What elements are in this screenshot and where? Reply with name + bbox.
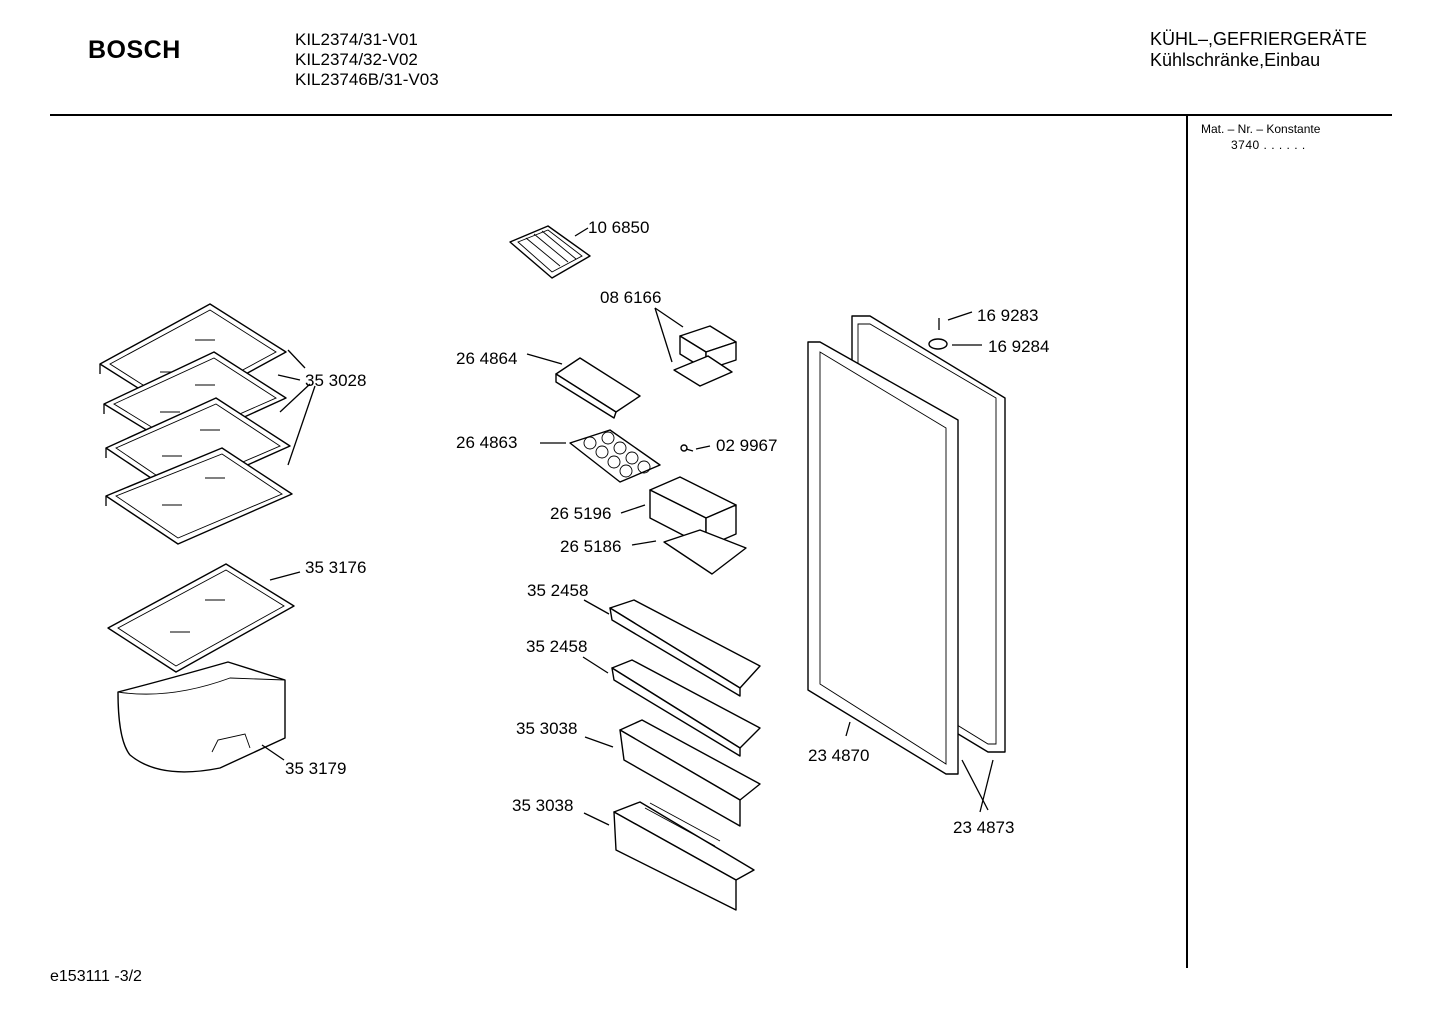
part-label: 35 2458: [526, 637, 587, 656]
part-label: 08 6166: [600, 288, 661, 307]
model-list: KIL2374/31-V01 KIL2374/32-V02 KIL23746B/…: [295, 30, 439, 90]
part-label: 16 9284: [988, 337, 1049, 356]
mat-number-label: Mat. – Nr. – Konstante: [1201, 122, 1321, 136]
part-label: 26 5186: [560, 537, 621, 556]
part-label: 35 3038: [512, 796, 573, 815]
part-label: 23 4870: [808, 746, 869, 765]
part-label: 26 5196: [550, 504, 611, 523]
screw-drawing: [680, 444, 711, 452]
part-label: 35 3028: [305, 371, 366, 390]
door-gasket-drawing: [807, 341, 959, 775]
category-title: KÜHL–,GEFRIERGERÄTE Kühlschränke,Einbau: [1150, 29, 1367, 71]
part-label: 35 3176: [305, 558, 366, 577]
category-line: Kühlschränke,Einbau: [1150, 50, 1321, 70]
header-divider: [50, 114, 1392, 116]
drawing-code: e153111 -3/2: [50, 968, 142, 985]
part-label: 35 3179: [285, 759, 346, 778]
small-box-drawing: [654, 307, 737, 387]
door-shelf-drawing: [582, 599, 761, 757]
category-line: KÜHL–,GEFRIERGERÄTE: [1150, 29, 1368, 49]
crisper-drawer-drawing: [117, 661, 286, 773]
model-number: KIL23746B/31-V03: [295, 70, 439, 89]
part-label: 16 9283: [977, 306, 1038, 325]
mat-number-value: 3740 . . . . . .: [1231, 138, 1306, 152]
model-number: KIL2374/31-V01: [295, 30, 418, 49]
part-label: 35 3038: [516, 719, 577, 738]
glass-shelf-drawing: [99, 303, 316, 545]
door-box-drawing: [620, 476, 747, 575]
butter-compartment-drawing: [526, 353, 641, 419]
glass-shelf-crisper-cover-drawing: [107, 563, 301, 673]
ice-cube-tray-drawing: [509, 225, 591, 279]
part-label: 35 2458: [527, 581, 588, 600]
part-label: 26 4863: [456, 433, 517, 452]
part-label: 26 4864: [456, 349, 517, 368]
part-label: 10 6850: [588, 218, 649, 237]
part-label: 23 4873: [953, 818, 1014, 837]
bottle-shelf-drawing: [583, 719, 761, 911]
brand-logo: BOSCH: [88, 36, 181, 64]
model-number: KIL2374/32-V02: [295, 50, 418, 69]
part-label: 02 9967: [716, 436, 777, 455]
cover-cap-drawing: [928, 338, 982, 350]
door-screw-drawing: [938, 311, 973, 330]
egg-tray-drawing: [540, 429, 661, 483]
side-panel-divider: [1186, 116, 1188, 968]
